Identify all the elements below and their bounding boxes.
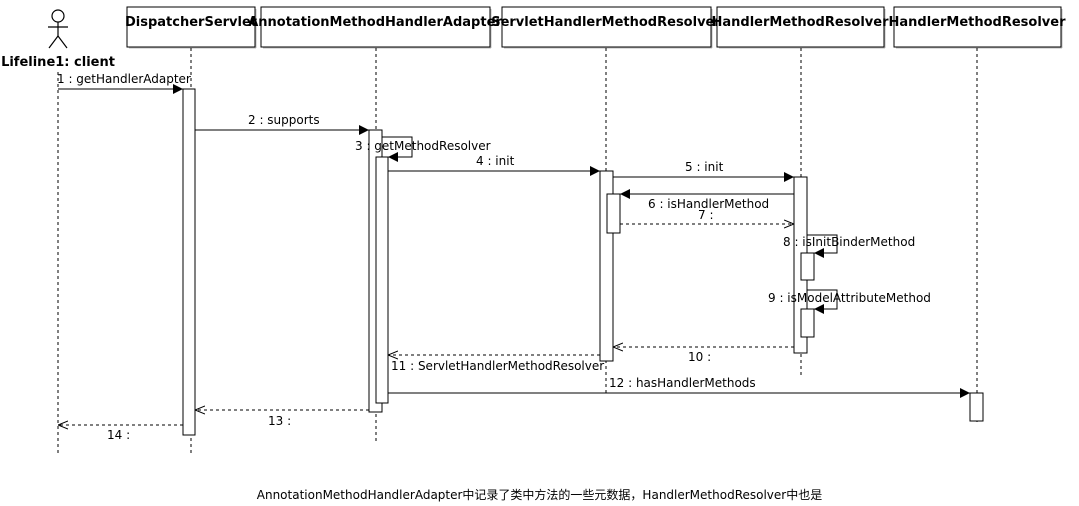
lifeline-label-adapter: AnnotationMethodHandlerAdapter [248, 15, 502, 30]
message-8-arrow [807, 234, 838, 258]
lifeline-label-handler-resolver-2: HandlerMethodResolver [888, 15, 1066, 30]
activation-adapter-nested [375, 156, 389, 404]
lifeline-header-adapter: AnnotationMethodHandlerAdapter [248, 6, 502, 49]
message-1-label: 1 : getHandlerAdapter [57, 72, 191, 86]
activation-handler-resolver-2 [969, 392, 984, 422]
message-5-label: 5 : init [685, 160, 724, 174]
message-14-label: 14 : [107, 428, 130, 442]
lifeline-header-dispatcher: DispatcherServlet [125, 6, 257, 49]
message-11-label: 11 : ServletHandlerMethodResolver [391, 359, 604, 373]
activation-handler-resolver-1-init-binder [800, 252, 815, 281]
lifeline-header-servlet-resolver: ServletHandlerMethodResolver [491, 6, 721, 49]
message-12-label: 12 : hasHandlerMethods [609, 376, 756, 390]
message-9-arrow [807, 289, 838, 314]
message-10-label: 10 : [688, 350, 711, 364]
actor-label: Lifeline1: client [1, 55, 115, 70]
activation-handler-resolver-1-model-attr [800, 308, 815, 338]
caption-text: AnnotationMethodHandlerAdapter中记录了类中方法的一… [256, 488, 823, 502]
lifeline-label-servlet-resolver: ServletHandlerMethodResolver [491, 15, 721, 30]
message-3-arrow [382, 136, 413, 162]
activation-dispatcher [182, 88, 196, 436]
message-4-label: 4 : init [476, 154, 515, 168]
lifeline-header-handler-resolver-1: HandlerMethodResolver [711, 6, 889, 49]
lifeline-label-handler-resolver-1: HandlerMethodResolver [711, 15, 889, 30]
message-9-label: 9 : isModelAttributeMethod [768, 291, 931, 305]
message-13-label: 13 : [268, 414, 291, 428]
message-7-label: 7 : [698, 208, 714, 222]
actor-figure-icon [48, 9, 68, 49]
lifeline-header-handler-resolver-2: HandlerMethodResolver [888, 6, 1066, 49]
message-3-label: 3 : getMethodResolver [355, 139, 491, 153]
message-2-label: 2 : supports [248, 113, 320, 127]
activation-servlet-resolver-nested [606, 193, 621, 234]
lifeline-label-dispatcher: DispatcherServlet [125, 15, 257, 30]
message-8-label: 8 : isInitBinderMethod [783, 235, 915, 249]
message-6-label: 6 : isHandlerMethod [648, 197, 769, 211]
